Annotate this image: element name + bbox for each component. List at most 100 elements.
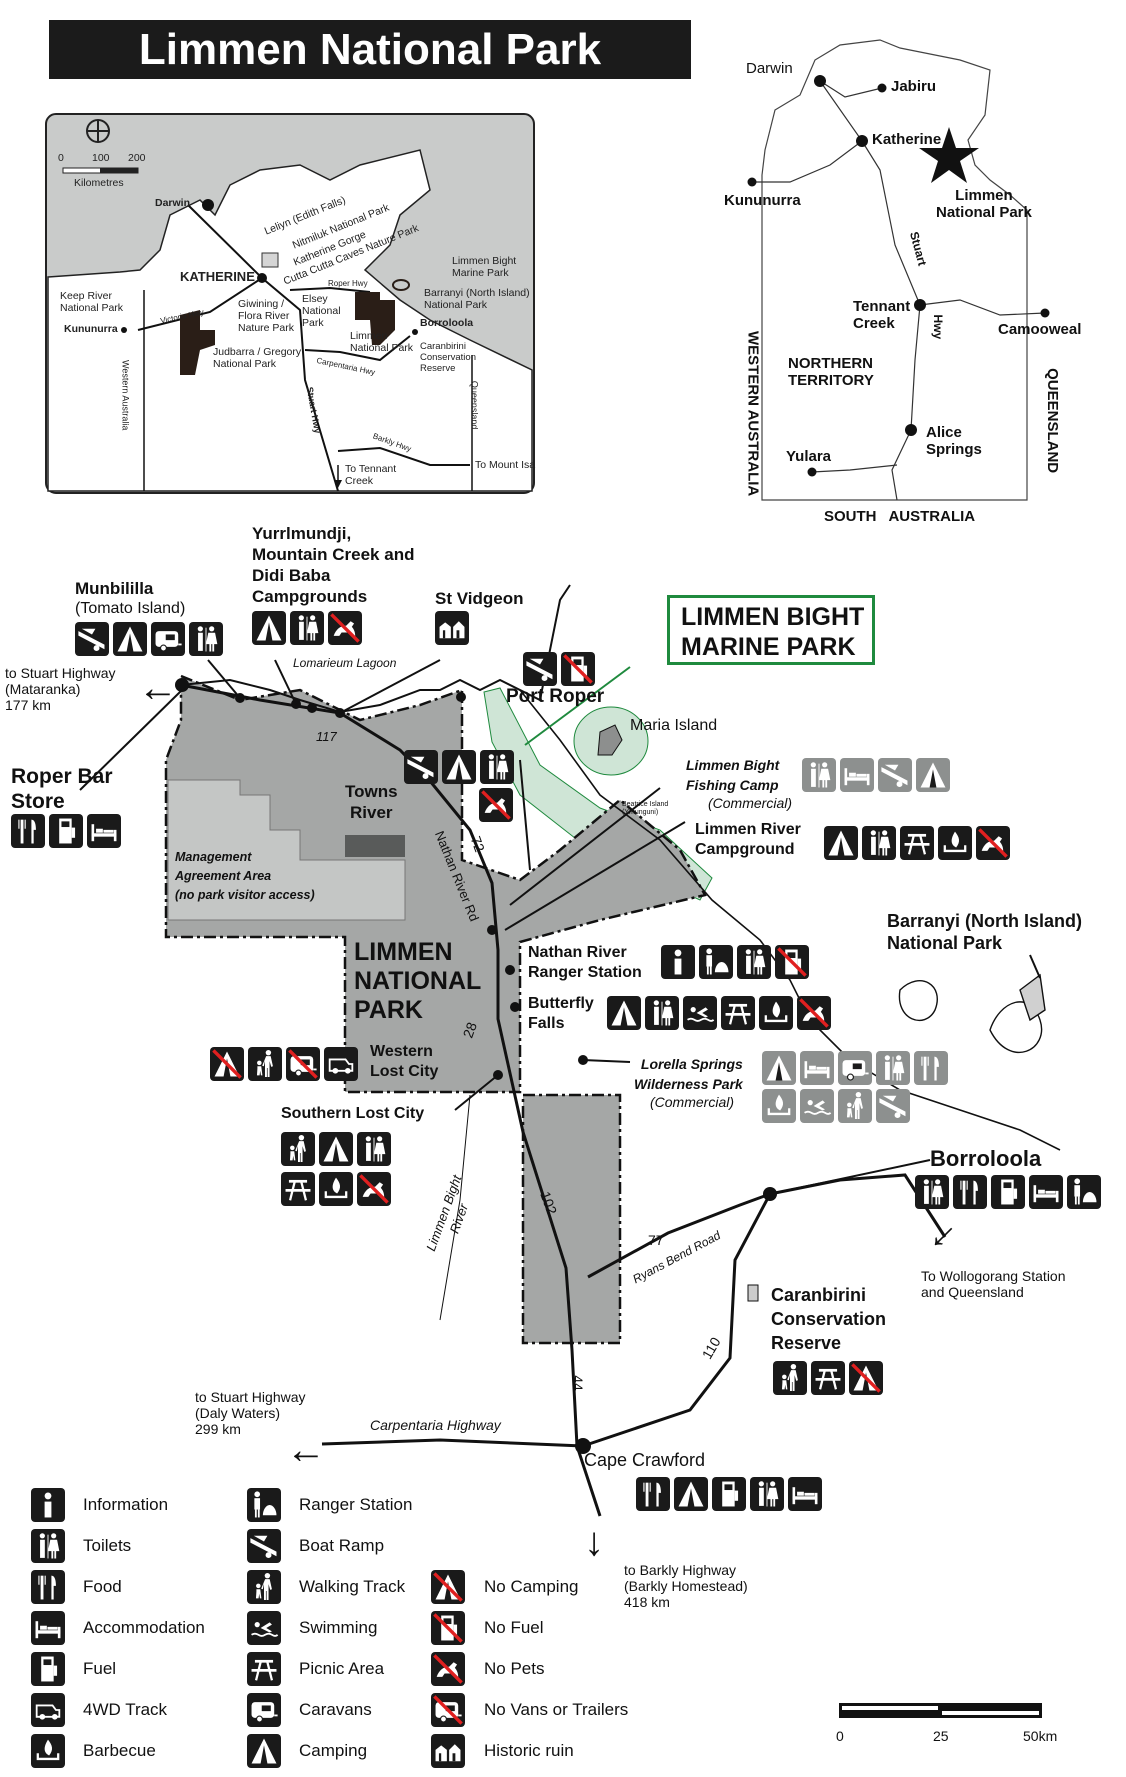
daly-waters-line: (Daly Waters): [195, 1405, 281, 1422]
roper-bar-facilities: [11, 814, 121, 848]
fishing-camp-line: Limmen Bight: [686, 757, 780, 773]
legend-boat-ramp-icon: [247, 1529, 281, 1563]
beatrice-line: Beatrice Island: [622, 801, 669, 808]
no-pets-icon: [479, 788, 513, 822]
inset-borroloola: Borroloola: [420, 317, 474, 329]
inset-land: [47, 149, 533, 492]
inset-barranyi-line: Barranyi (North Island): [424, 287, 530, 299]
ov-alice-line: Springs: [926, 441, 982, 459]
picnic-area-icon: [721, 996, 755, 1030]
southern-lost-city-facilities: [281, 1132, 391, 1166]
legend-historic-ruin-icon: [431, 1734, 465, 1768]
legend-label: Information: [83, 1495, 169, 1514]
food-icon: [914, 1051, 948, 1085]
caravans-icon: [838, 1051, 872, 1085]
inset-stuart-hwy: [187, 204, 339, 492]
barbecue-icon: [759, 996, 793, 1030]
no-pets-icon: [357, 1172, 391, 1206]
roper-bar-line: Store: [11, 790, 65, 813]
camping-icon: [762, 1051, 796, 1085]
management-agreement-area: [167, 779, 406, 921]
western-lost-city-line: Lost City: [370, 1063, 439, 1080]
yurrlmundji-line: Yurrlmundji,: [252, 524, 352, 543]
ov-jabiru: Jabiru: [891, 78, 937, 95]
coastline: [180, 584, 571, 714]
barbecue-icon: [319, 1172, 353, 1206]
fishing-camp-facilities: [802, 758, 950, 792]
legend-label: No Pets: [484, 1659, 545, 1678]
fuel-icon: [49, 814, 83, 848]
legend-label: Toilets: [83, 1536, 132, 1555]
inset-scale-0: 0: [58, 152, 64, 164]
port-roper-label: Port Roper: [506, 686, 605, 707]
toilets-icon: [189, 622, 223, 656]
legend-picnic-area-icon: [247, 1652, 281, 1686]
western-lost-city-facilities: [210, 1047, 358, 1081]
accommodation-icon: [788, 1477, 822, 1511]
roper-bar-label: Roper Bar Store: [11, 764, 113, 814]
no-fuel-icon: [775, 945, 809, 979]
legend-swimming-icon: [247, 1611, 281, 1645]
legend-no-pets-icon: [431, 1652, 465, 1686]
legend-no-camping-icon: [431, 1570, 465, 1604]
ov-queensland: QUEENSLAND: [1044, 368, 1062, 474]
ranger-station-icon: [1067, 1175, 1101, 1209]
4wd-track-icon: [324, 1047, 358, 1081]
boat-ramp-icon: [523, 652, 557, 686]
legend-4wd-track-icon: [31, 1693, 65, 1727]
boat-ramp-icon: [876, 1089, 910, 1123]
lomarieum-lagoon-label: Lomarieum Lagoon: [293, 656, 397, 670]
munbililla-sublabel: (Tomato Island): [75, 600, 186, 617]
butterfly-falls-facilities: [607, 996, 831, 1030]
legend-label: 4WD Track: [83, 1700, 168, 1719]
inset-caranbirini-line: Caranbirini: [420, 341, 466, 352]
walking-track-icon: [773, 1361, 807, 1395]
yurrlmundji-line: Didi Baba: [252, 566, 331, 585]
wollogorang-line: and Queensland: [921, 1284, 1024, 1301]
road-110: [582, 1193, 772, 1448]
nt-overview-map: [747, 39, 1050, 501]
accommodation-icon: [840, 758, 874, 792]
camping-icon: [607, 996, 641, 1030]
toilets-icon: [876, 1051, 910, 1085]
picnic-area-icon: [900, 826, 934, 860]
legend-barbecue-icon: [31, 1734, 65, 1768]
accommodation-icon: [1029, 1175, 1063, 1209]
food-icon: [953, 1175, 987, 1209]
butterfly-falls-label: Butterfly Falls: [528, 994, 594, 1034]
legend-walking-track-icon: [247, 1570, 281, 1604]
legend-label: No Fuel: [484, 1618, 544, 1637]
walking-track-icon: [281, 1132, 315, 1166]
butterfly-line: Butterfly: [528, 995, 594, 1012]
beatrice-line: (Ymunguni): [622, 809, 659, 817]
camping-icon: [916, 758, 950, 792]
toilets-icon: [802, 758, 836, 792]
no-pets-icon: [976, 826, 1010, 860]
inset-keep-river-line: Keep River: [60, 290, 112, 302]
maria-island-label: Maria Island: [630, 717, 718, 734]
inset-judbarra-park: [180, 310, 215, 375]
inset-scale-100: 100: [92, 152, 110, 164]
inset-keep-river-line: National Park: [60, 302, 124, 315]
toilets-icon: [645, 996, 679, 1030]
ov-alice-line: Alice: [926, 424, 962, 441]
nathan-ranger-line: Ranger Station: [528, 964, 642, 981]
limmen-river-line: Limmen River: [695, 821, 801, 838]
legend-ranger-station-icon: [247, 1488, 281, 1522]
wollogorang-line: To Wollogorang Station: [921, 1268, 1066, 1284]
inset-barranyi: Barranyi (North Island)National Park: [424, 287, 530, 311]
caranbirini-line: Caranbirini: [771, 1285, 867, 1305]
management-line: Agreement Area: [175, 869, 272, 883]
inset-limmen-line: Limmen: [350, 330, 388, 342]
yurrlmundji-facilities: [252, 611, 362, 645]
inset-judbarra-line: National Park: [213, 358, 277, 371]
barranyi-line: Barranyi (North Island): [887, 911, 1083, 931]
